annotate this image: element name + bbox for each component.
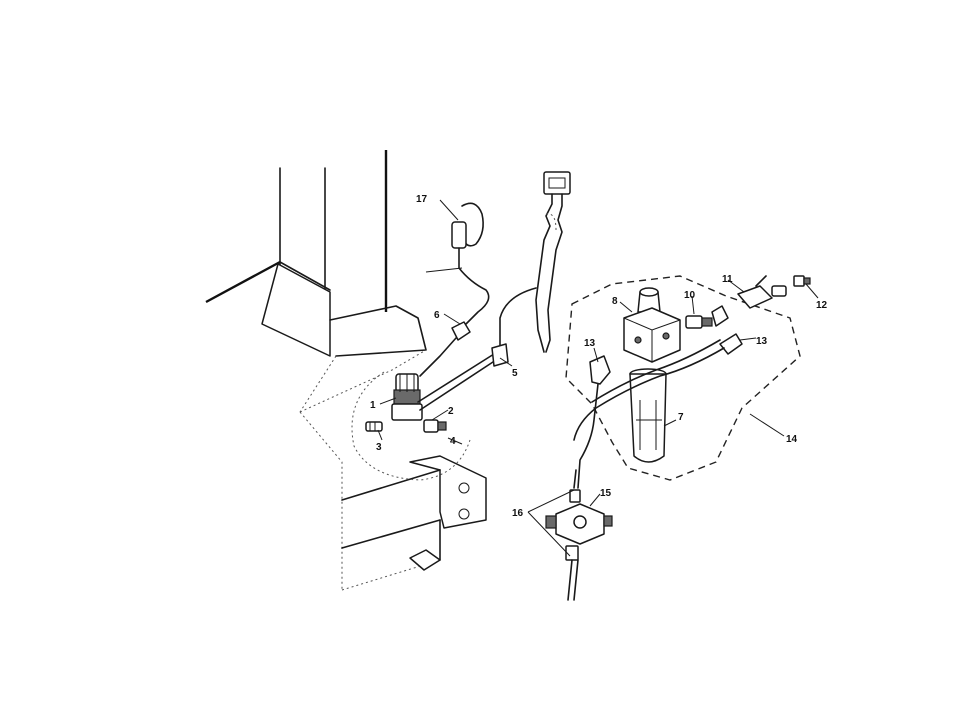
callout-2: 2 bbox=[448, 406, 454, 417]
callout-4: 4 bbox=[450, 436, 456, 447]
callout-1: 1 bbox=[370, 400, 376, 411]
valve-block-8 bbox=[623, 287, 681, 363]
elbow-13-left bbox=[589, 355, 611, 385]
callout-11: 11 bbox=[722, 274, 733, 285]
elbow-13-right bbox=[719, 333, 743, 355]
callout-10: 10 bbox=[684, 290, 696, 301]
air-hose-17 bbox=[419, 202, 490, 377]
machine-frame bbox=[205, 150, 487, 591]
leader-lines bbox=[377, 199, 819, 557]
plug-3 bbox=[365, 421, 383, 432]
callout-8: 8 bbox=[612, 296, 618, 307]
callout-13-left: 13 bbox=[584, 338, 596, 349]
valve-15 bbox=[545, 489, 613, 561]
callout-15: 15 bbox=[600, 488, 612, 499]
fitting-12 bbox=[793, 275, 811, 287]
callout-16: 16 bbox=[512, 508, 524, 519]
callout-14: 14 bbox=[786, 434, 798, 445]
callout-6: 6 bbox=[434, 310, 440, 321]
air-line-1 bbox=[419, 359, 497, 411]
guard-block bbox=[261, 263, 331, 357]
sensor-cable bbox=[491, 171, 571, 367]
callout-17: 17 bbox=[416, 194, 428, 205]
mounting-bracket bbox=[409, 455, 487, 529]
callout-labels: 17 6 5 1 2 3 4 8 10 11 12 13 13 7 14 15 … bbox=[370, 194, 828, 519]
callout-7: 7 bbox=[678, 412, 684, 423]
filter-bowl-7 bbox=[629, 368, 667, 463]
fitting-6 bbox=[451, 321, 471, 341]
elbow-5 bbox=[491, 343, 509, 367]
ball-valve-11 bbox=[737, 275, 787, 309]
callout-5: 5 bbox=[512, 368, 518, 379]
callout-13-right: 13 bbox=[756, 336, 768, 347]
callout-12: 12 bbox=[816, 300, 828, 311]
regulator-assembly bbox=[391, 373, 423, 421]
fitting-2 bbox=[423, 419, 447, 433]
callout-3: 3 bbox=[376, 442, 382, 453]
fitting-10 bbox=[685, 305, 729, 329]
